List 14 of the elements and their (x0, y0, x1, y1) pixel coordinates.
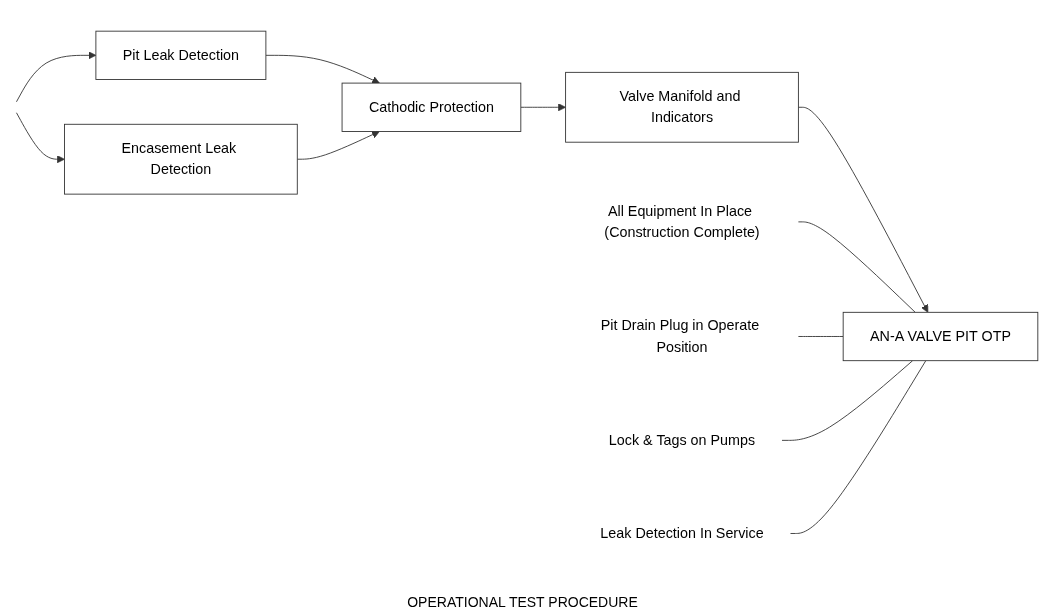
connector (781, 359, 914, 441)
node-text: All Equipment In Place (Construction Complete) (604, 202, 760, 240)
node-box: AN-A VALVE PIT OTP (842, 311, 1039, 361)
node-box: Valve Manifold and Indicators (565, 71, 799, 143)
connector (790, 359, 927, 534)
node-text: Pit Drain Plug in Operate Position (600, 317, 760, 354)
node-text: Lock & Tags on Pumps (608, 431, 756, 448)
connector (797, 221, 916, 313)
node-text: Leak Detection In Service (600, 525, 764, 541)
connector (797, 335, 844, 337)
node-box: Encasement Leak Detection (64, 123, 298, 195)
node-box: Pit Leak Detection (95, 30, 267, 80)
section-heading: OPERATIONAL TEST PROCEDURE (407, 594, 638, 610)
node-box: Cathodic Protection (341, 82, 522, 132)
